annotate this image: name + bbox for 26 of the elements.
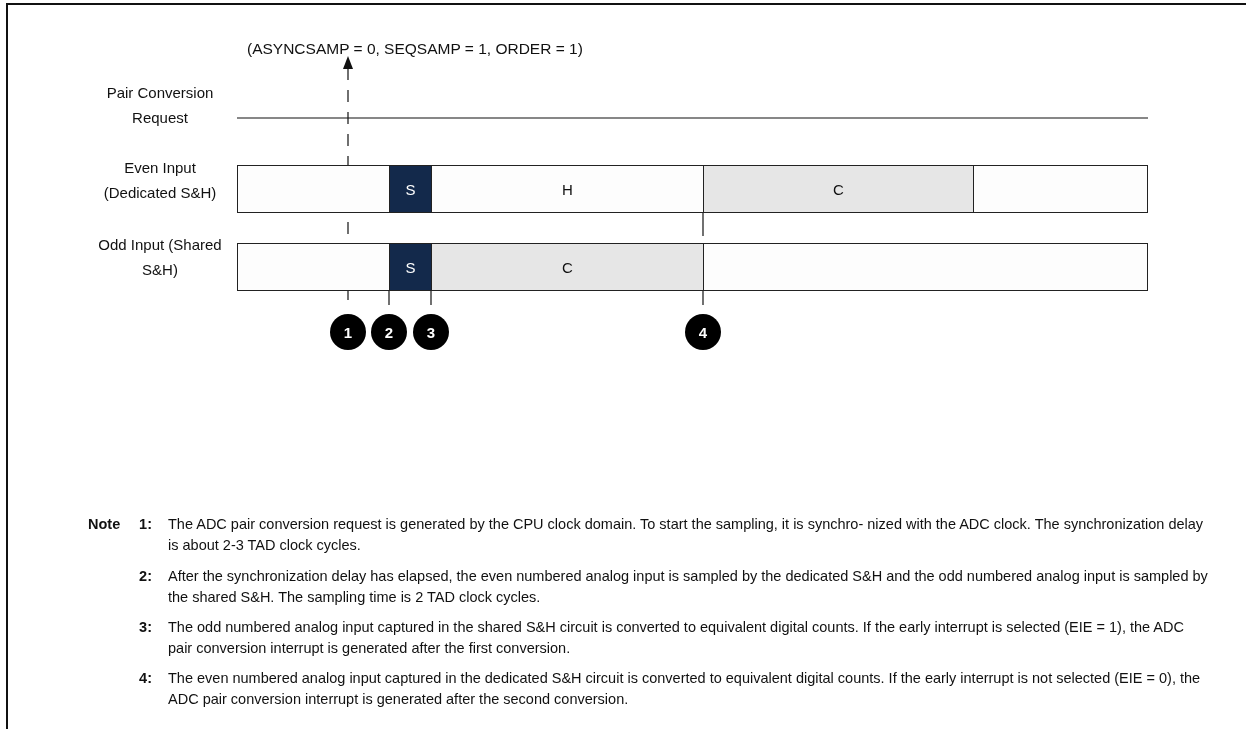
callout-number: 3 [413,314,449,350]
timing-segment [237,243,390,291]
note-text: The ADC pair conversion request is generated by the CPU clock domain. To start the sampling, it is synchro- nized with the ADC clock. The synchronization delay is about 2-3 TAD clock cycles. [168,515,1205,555]
callout-number: 2 [371,314,407,350]
timing-segment: C [703,165,974,213]
timing-segment [237,165,390,213]
timing-segment [703,243,1148,291]
note-text: The even numbered analog input captured in the dedicated S&H circuit is converted to equivalent digital counts. If the early interrupt is not selected (EIE = 0), the ADC pair conversion interrupt is generated after the second conversion. [168,669,1202,709]
callout-number: 1 [330,314,366,350]
note-text: The odd numbered analog input captured in the shared S&H circuit is converted to equivalent digital counts. If the early interrupt is selected (EIE = 1), the ADC pair conversion interrupt is generated after the first conversion. [168,618,1185,658]
timing-segment: S [389,165,432,213]
row-label: Odd Input (Shared S&H) [97,235,223,280]
parameter-text: (ASYNCSAMP = 0, SEQSAMP = 1, ORDER = 1) [247,40,583,58]
note-number: 4: [138,669,152,688]
timing-segment: C [431,243,704,291]
note-text: After the synchronization delay has elapsed, the even numbered analog input is sampled by the dedicated S&H and the odd numbered analog input is sampled by the shared S&H. The sampling time is 2 TAD clock cycles. [168,567,1208,607]
row-label: Even Input (Dedicated S&H) [102,158,218,203]
note-heading: Note [88,515,121,534]
note-number: 3: [138,618,152,637]
timing-segment: H [431,165,704,213]
callout-number: 4 [685,314,721,350]
note-number: 2: [138,567,152,586]
row-label: Pair Conversion Request [105,83,215,128]
note-number: 1: [138,515,152,534]
timing-segment [973,165,1148,213]
timing-segment: S [389,243,432,291]
